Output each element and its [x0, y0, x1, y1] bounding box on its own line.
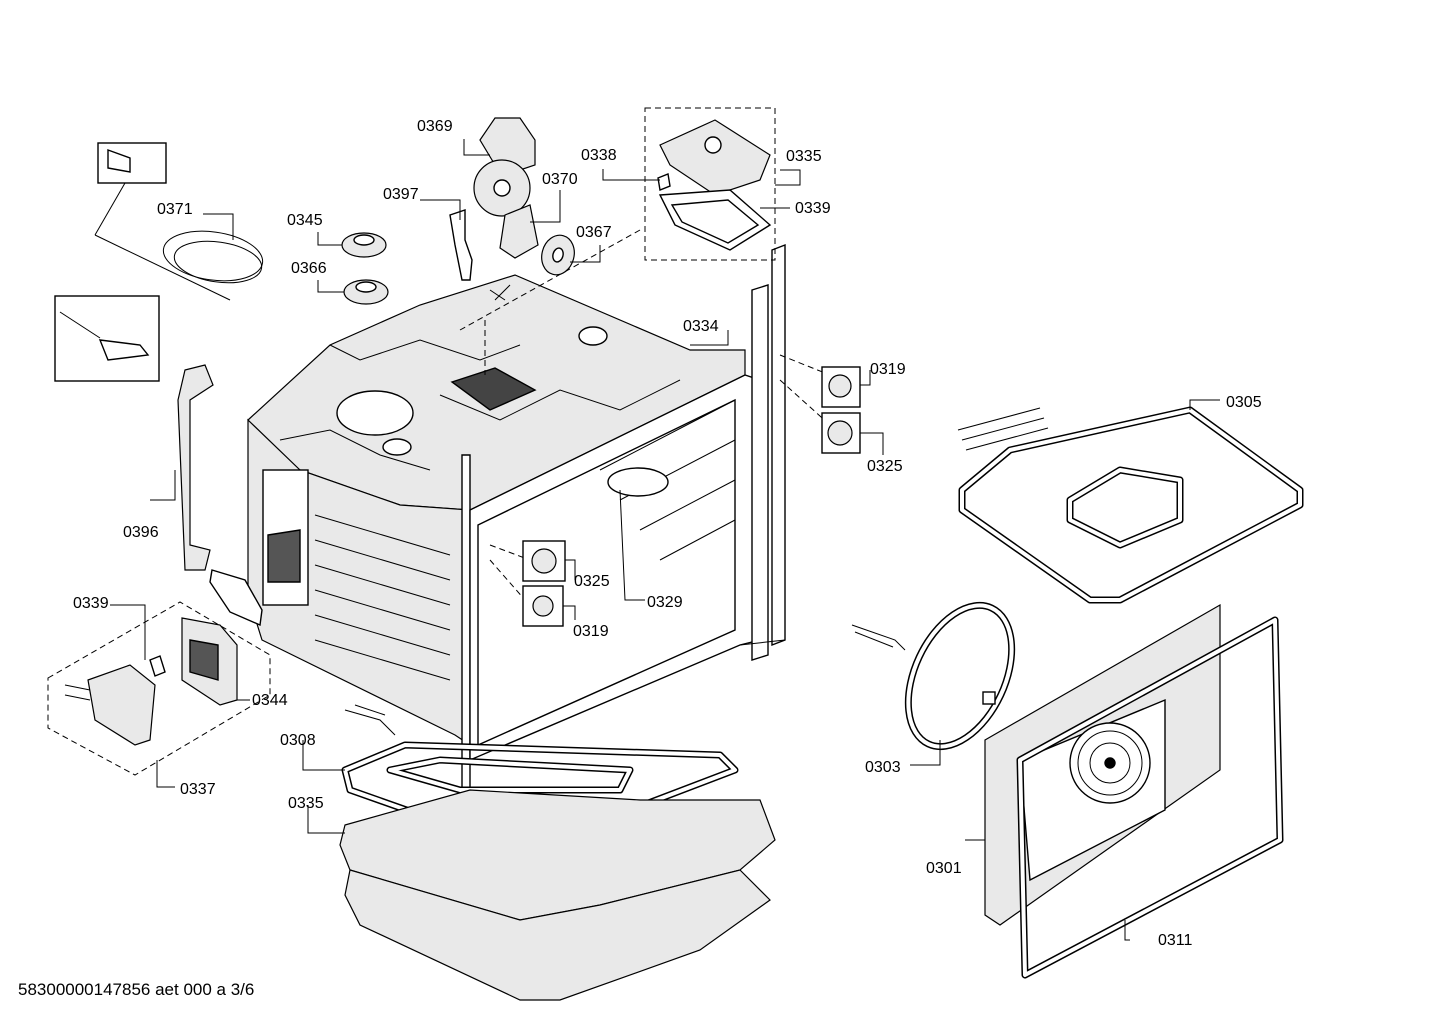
label-0311: 0311: [1158, 932, 1193, 949]
label-0344: 0339: [795, 200, 831, 217]
label-0301: 0301: [926, 860, 962, 877]
label-0345: 0344: [252, 692, 288, 709]
label-0366: 0345: [287, 212, 323, 229]
label-0371: 0370: [542, 171, 578, 188]
part-labels: 0369 0397 0370 0367 0338 0335 0339 0345 …: [73, 118, 1262, 949]
oven-cavity-drawing: [247, 229, 831, 821]
label-0339-top: 0338: [581, 147, 617, 164]
label-0303: 0303: [865, 759, 901, 776]
label-0325-right: 0325: [867, 458, 903, 475]
label-0370: 0369: [417, 118, 453, 135]
switch-assembly-drawing: [47, 601, 271, 776]
label-0308: 0308: [280, 732, 316, 749]
label-0335: 0335: [288, 795, 324, 812]
label-0338: 0337: [180, 781, 216, 798]
label-0367: 0366: [291, 260, 327, 277]
document-code: 58300000147856 aet 000 a 3/6: [18, 980, 255, 999]
insulation-mat-drawing: [339, 789, 776, 1001]
label-0337: 0335: [786, 148, 822, 165]
label-0369: 0367: [576, 224, 612, 241]
top-parts-drawing: [341, 107, 776, 305]
label-0325-center: 0325: [574, 573, 610, 590]
label-0319-right: 0319: [870, 361, 906, 378]
grill-heater-drawing: [957, 406, 1304, 604]
label-0305: 0305: [1226, 394, 1262, 411]
ring-heater-drawing: [851, 601, 1016, 751]
label-0334: 0334: [683, 318, 719, 335]
label-0397: 0397: [383, 186, 419, 203]
label-0339-left: 0339: [73, 595, 109, 612]
label-0329: 0329: [647, 594, 683, 611]
small-components-drawing: [522, 366, 861, 627]
label-0396: 0396: [123, 524, 159, 541]
label-0385: 0371: [157, 201, 193, 218]
door-seal-drawing: [1016, 616, 1284, 979]
leader-lines: [110, 139, 1220, 941]
label-0319-center: 0319: [573, 623, 609, 640]
left-side-parts-drawing: [54, 142, 264, 627]
